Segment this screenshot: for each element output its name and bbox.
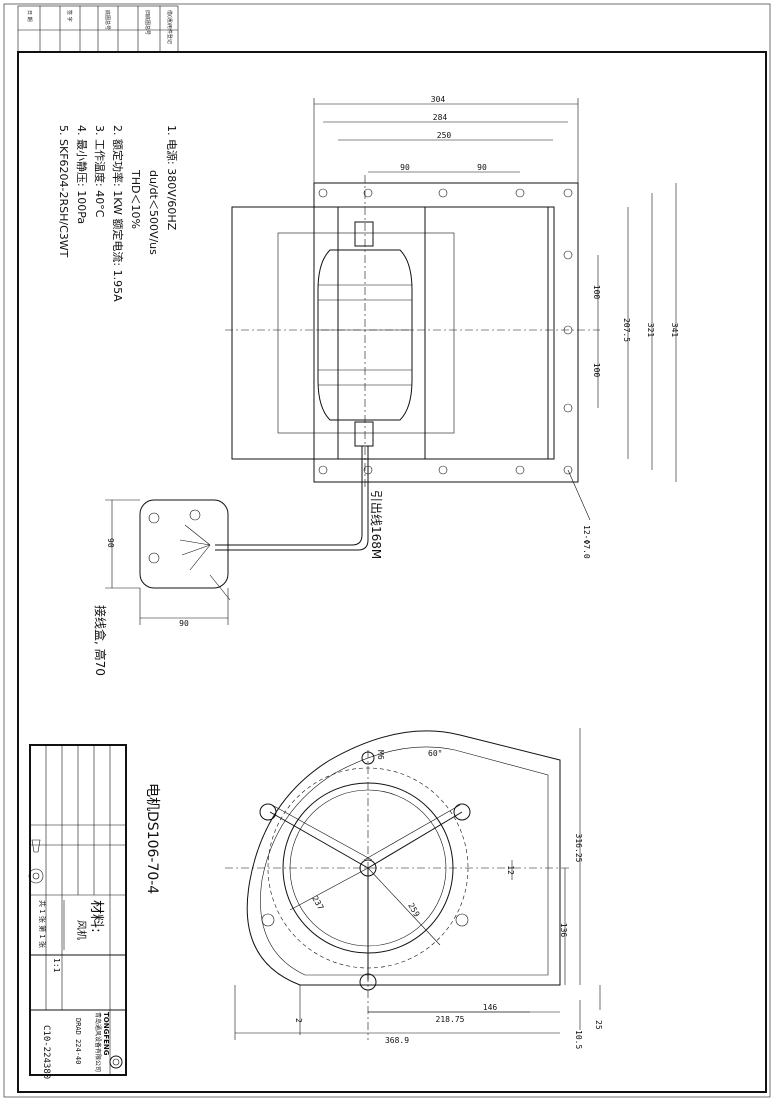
technical-notes: 1. 电源: 380V/60HZ du/dt＜500V/us THD＜10% 2…: [57, 125, 179, 302]
dim-25: 25: [594, 1020, 603, 1030]
right-dimensions: 100 100 207.5 321 341 12-Φ7.0: [567, 183, 679, 559]
note-1c: THD＜10%: [129, 169, 142, 229]
junction-box-label: 接线盒, 高70: [93, 605, 108, 676]
dim-250: 250: [437, 131, 452, 140]
dim-284: 284: [433, 113, 448, 122]
scroll-housing: [246, 730, 561, 986]
dim-146: 146: [483, 1003, 498, 1012]
strip-label-5: 日 期: [26, 10, 32, 22]
outer-border: [3, 3, 771, 1098]
front-view: 316.25 136 12 25 10.5 218.75 146 368.9 2…: [225, 728, 603, 1049]
dim-12: 12: [506, 865, 515, 875]
inner-frame: [17, 51, 767, 1093]
strip-label-2: 旧底图总号: [144, 10, 151, 35]
angle-60: 60°: [428, 749, 442, 758]
dim-304: 304: [431, 95, 446, 104]
dim-316-25: 316.25: [574, 834, 583, 863]
register-strip: 借(通)用件登记 旧底图总号 底图总号 签 字 日 期: [17, 5, 179, 53]
dim-10-5: 10.5: [574, 1030, 583, 1049]
company-brand: TONGFENG: [102, 1012, 110, 1056]
top-view: 304 284 250 90 90 100 100 207.5 321 341 …: [225, 95, 679, 559]
material-label: 材料:: [88, 900, 104, 933]
box-width-dim: 90: [179, 619, 189, 628]
mounting-holes: [318, 188, 573, 475]
strip-label-3: 底图总号: [104, 10, 111, 30]
dim-90-right: 90: [477, 163, 487, 172]
dim-321: 321: [646, 323, 655, 338]
thread-m6: M6: [376, 750, 385, 760]
dim-100-top: 100: [592, 285, 601, 300]
strip-label-4: 签 字: [66, 10, 73, 22]
dim-237: 237: [310, 895, 325, 912]
box-height-dim: 90: [106, 538, 115, 548]
motor-spider: [259, 751, 471, 991]
strip-label-1: 借(通)用件登记: [166, 10, 173, 44]
lead-wire-label: 引出线168M: [369, 490, 383, 559]
note-2: 2. 额定功率: 1KW 额定电流: 1.95A: [111, 125, 125, 302]
dim-136: 136: [559, 923, 568, 938]
note-5: 5. SKF6204-2RSH/C3WT: [57, 125, 70, 258]
motor-label: 电机DS106-70-4: [144, 783, 160, 894]
dim-218-75: 218.75: [436, 1015, 465, 1024]
lead-wire: 引出线168M: [215, 446, 383, 559]
note-4: 4. 最小静压: 100Pa: [75, 125, 89, 224]
junction-box: 90 90 接线盒, 高70: [93, 499, 231, 676]
company-name: 青岛通风设备有限公司: [94, 1012, 102, 1072]
scale: 1:1: [52, 958, 61, 973]
dim-207-5: 207.5: [622, 318, 631, 342]
note-1: 1. 电源: 380V/60HZ: [165, 125, 179, 231]
drawing-number: C10-224380: [41, 1025, 51, 1079]
dim-368-9: 368.9: [385, 1036, 409, 1045]
holes-callout: 12-Φ7.0: [582, 525, 591, 559]
dim-90-left: 90: [400, 163, 410, 172]
note-1b: du/dt＜500V/us: [147, 170, 160, 255]
top-dimensions: 304 284 250 90 90: [313, 95, 579, 183]
title-block: 共 1 张 第 1 张 1:1 DRAD 224-40 C10-224380 青…: [28, 744, 127, 1079]
dim-341: 341: [670, 323, 679, 338]
sheet-count: 共 1 张 第 1 张: [38, 900, 47, 948]
product-name: 风机: [75, 920, 88, 940]
housing-outline: [231, 206, 555, 460]
note-3: 3. 工作温度: 40°C: [93, 125, 107, 218]
dim-259: 259: [406, 902, 421, 919]
dim-2: 2: [294, 1018, 303, 1023]
dim-100-bottom: 100: [592, 363, 601, 378]
drawing-code: DRAD 224-40: [74, 1018, 82, 1064]
mounting-plate: [313, 182, 579, 483]
company-logo-icon: [109, 1055, 123, 1069]
